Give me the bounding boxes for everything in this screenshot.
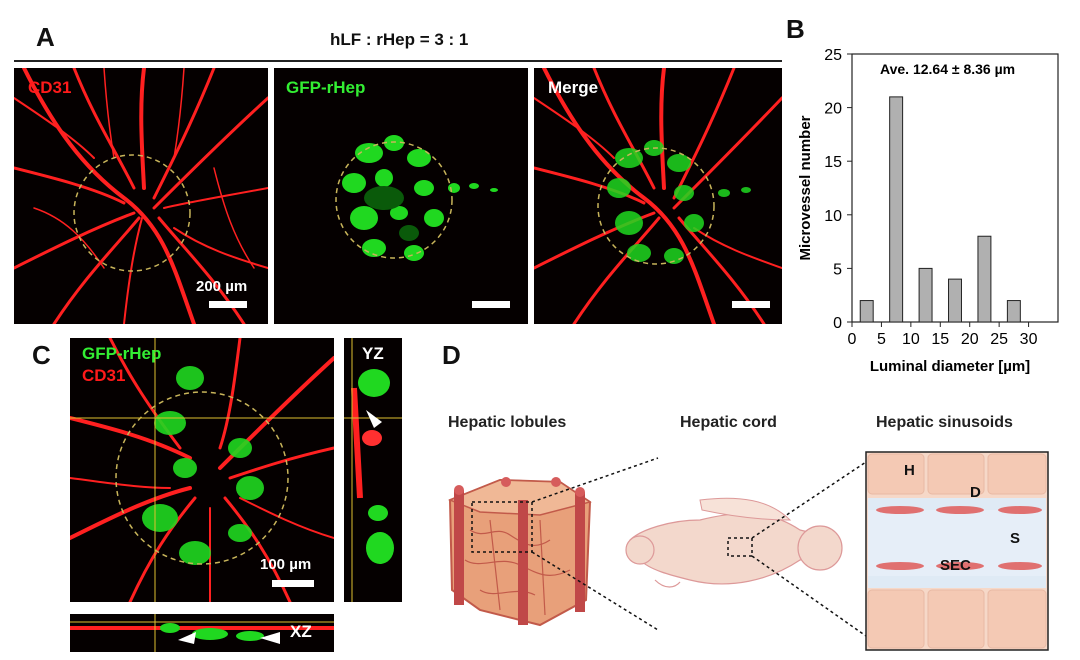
- label-s: S: [1010, 530, 1021, 547]
- micro-c-xz: XZ: [70, 614, 334, 652]
- x-tick-label: 30: [1020, 331, 1038, 348]
- micro-cd31: CD31 200 µm: [14, 68, 268, 324]
- c-main-image: [70, 338, 334, 602]
- x-tick-label: 25: [990, 331, 1008, 348]
- panel-letter-c: C: [32, 340, 51, 370]
- histogram-bar: [859, 300, 874, 323]
- xz-image: [70, 614, 334, 652]
- chart-annotation: Ave. 12.64 ± 8.36 µm: [880, 61, 1015, 77]
- histogram-chart: 0 5 10 15 20 25 0 5 10 15 20 25 30 Ave. 12.64 ± 8.36…: [797, 47, 1059, 375]
- x-tick-label: 5: [877, 331, 886, 348]
- title-sinusoids: Hepatic sinusoids: [876, 414, 1013, 431]
- scale-bar-a3: [732, 301, 770, 308]
- label-gfp: GFP-rHep: [286, 78, 366, 97]
- micro-c-main: GFP-rHep CD31 100 µm: [70, 338, 334, 602]
- c-label-cd31: CD31: [82, 366, 126, 385]
- scale-bar-c: [272, 580, 314, 587]
- sinusoid-illustration: [865, 451, 1049, 651]
- ratio-title: hLF : rHep = 3 : 1: [330, 30, 469, 49]
- xz-label: XZ: [290, 622, 312, 641]
- chart-ylabel: Microvessel number: [797, 115, 814, 260]
- histogram-bar: [948, 278, 962, 323]
- yz-label: YZ: [362, 344, 384, 363]
- chart-xlabel: Luminal diameter [µm]: [870, 358, 1030, 375]
- cord-illustration: [625, 497, 843, 588]
- panel-letter-b: B: [786, 14, 805, 44]
- y-tick-label: 25: [824, 47, 842, 64]
- schematic-diagram: [447, 451, 1049, 651]
- scale-text-c: 100 µm: [260, 556, 312, 573]
- scale-bar-a2: [472, 301, 510, 308]
- label-d: D: [970, 484, 981, 501]
- histogram-bar: [889, 96, 904, 323]
- label-sec: SEC: [940, 557, 971, 574]
- x-tick-label: 0: [848, 331, 857, 348]
- title-lobules: Hepatic lobules: [448, 414, 567, 431]
- title-cord: Hepatic cord: [680, 414, 777, 431]
- panel-letter-a: A: [36, 22, 55, 52]
- label-h: H: [904, 462, 915, 479]
- micro-c-yz: YZ: [344, 338, 402, 602]
- lobule-illustration: [447, 477, 592, 627]
- yz-image: [344, 338, 402, 602]
- gfp-cells: [335, 135, 498, 261]
- x-tick-label: 15: [931, 331, 949, 348]
- panel-letter-d: D: [442, 340, 461, 370]
- histogram-bar: [918, 267, 933, 323]
- y-tick-label: 15: [824, 154, 842, 171]
- histogram-bar: [1006, 300, 1021, 323]
- label-merge: Merge: [548, 78, 599, 97]
- y-tick-label: 20: [824, 101, 842, 118]
- chart-bars: [859, 96, 1021, 323]
- y-tick-label: 0: [833, 315, 842, 332]
- x-tick-label: 10: [902, 331, 920, 348]
- merge-overlay: [534, 68, 782, 324]
- micro-merge: Merge: [534, 68, 782, 324]
- c-label-gfp: GFP-rHep: [82, 344, 162, 363]
- y-tick-label: 5: [833, 261, 842, 278]
- histogram-bar: [977, 235, 992, 323]
- scale-bar-a1: [209, 301, 247, 308]
- cd31-vessels: [14, 68, 268, 324]
- x-tick-label: 20: [961, 331, 979, 348]
- title-rule: [14, 60, 782, 62]
- scale-text-a: 200 µm: [196, 278, 248, 295]
- y-tick-label: 10: [824, 208, 842, 225]
- micro-gfp: GFP-rHep: [274, 68, 528, 324]
- chart-ticks: 0 5 10 15 20 25 0 5 10 15 20 25 30: [824, 47, 1037, 348]
- label-cd31: CD31: [28, 78, 72, 97]
